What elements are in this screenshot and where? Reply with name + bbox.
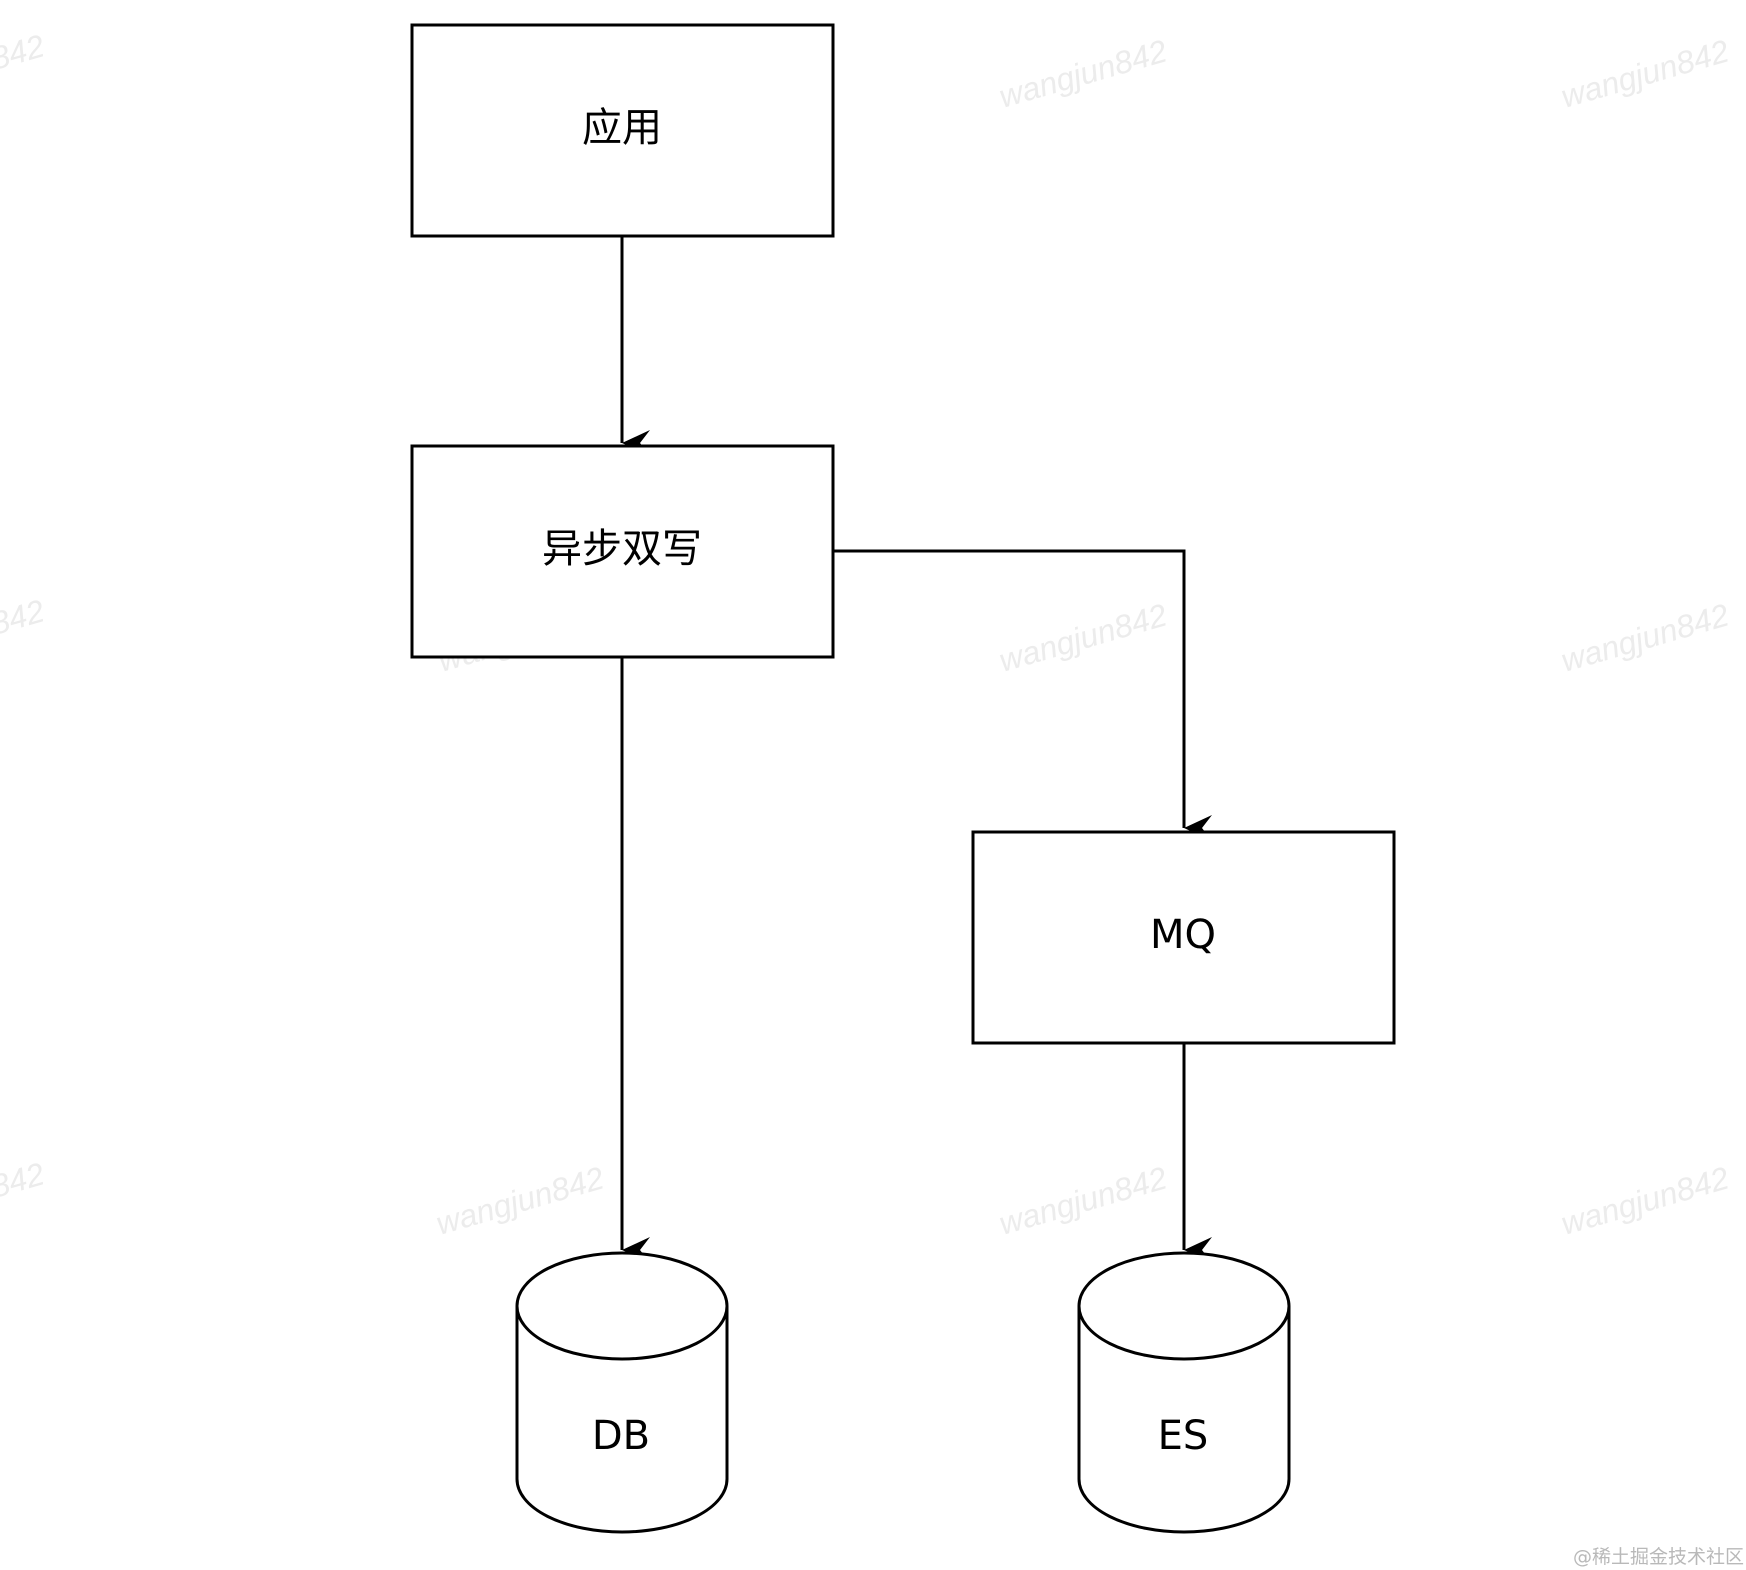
app-box <box>410 23 835 238</box>
mq-box <box>971 830 1396 1045</box>
watermark-text: 842 <box>0 27 48 76</box>
es-cylinder <box>1077 1251 1291 1534</box>
dual-write-label: 异步双写 <box>542 526 702 572</box>
watermark-text: 842 <box>0 1155 48 1204</box>
watermark-text: wangjun842 <box>995 1159 1171 1241</box>
watermark-text: wangjun842 <box>1557 32 1733 114</box>
dual-write-box <box>410 444 835 659</box>
mq-label: MQ <box>1150 912 1216 958</box>
watermark-text: wangjun842 <box>1557 596 1733 678</box>
watermark-text: wangjun842 <box>1557 1159 1733 1241</box>
edge-dual-write-to-mq <box>834 549 1212 841</box>
node-mq: MQ <box>971 830 1396 1045</box>
watermark-layer: 842 wangjun842 wangjun842 wangjun842 842… <box>0 27 1733 1241</box>
db-label: DB <box>592 1413 650 1459</box>
watermark-text: wangjun842 <box>995 32 1171 114</box>
watermark-text: 842 <box>0 592 48 641</box>
es-label: ES <box>1158 1413 1209 1459</box>
watermark-text: wangjun842 <box>432 1159 608 1241</box>
footer-watermark: @稀土掘金技术社区 <box>1573 1546 1744 1568</box>
node-es: ES <box>1077 1251 1291 1534</box>
node-dual-write: 异步双写 <box>410 444 835 659</box>
app-label: 应用 <box>582 105 662 151</box>
watermark-text: wangjun842 <box>995 596 1171 678</box>
node-app: 应用 <box>410 23 835 238</box>
es-cylinder-top-front <box>1077 1305 1291 1361</box>
db-cylinder-top-front <box>515 1305 729 1361</box>
db-cylinder <box>515 1251 729 1534</box>
edges <box>620 236 1212 1263</box>
node-db: DB <box>515 1251 729 1534</box>
